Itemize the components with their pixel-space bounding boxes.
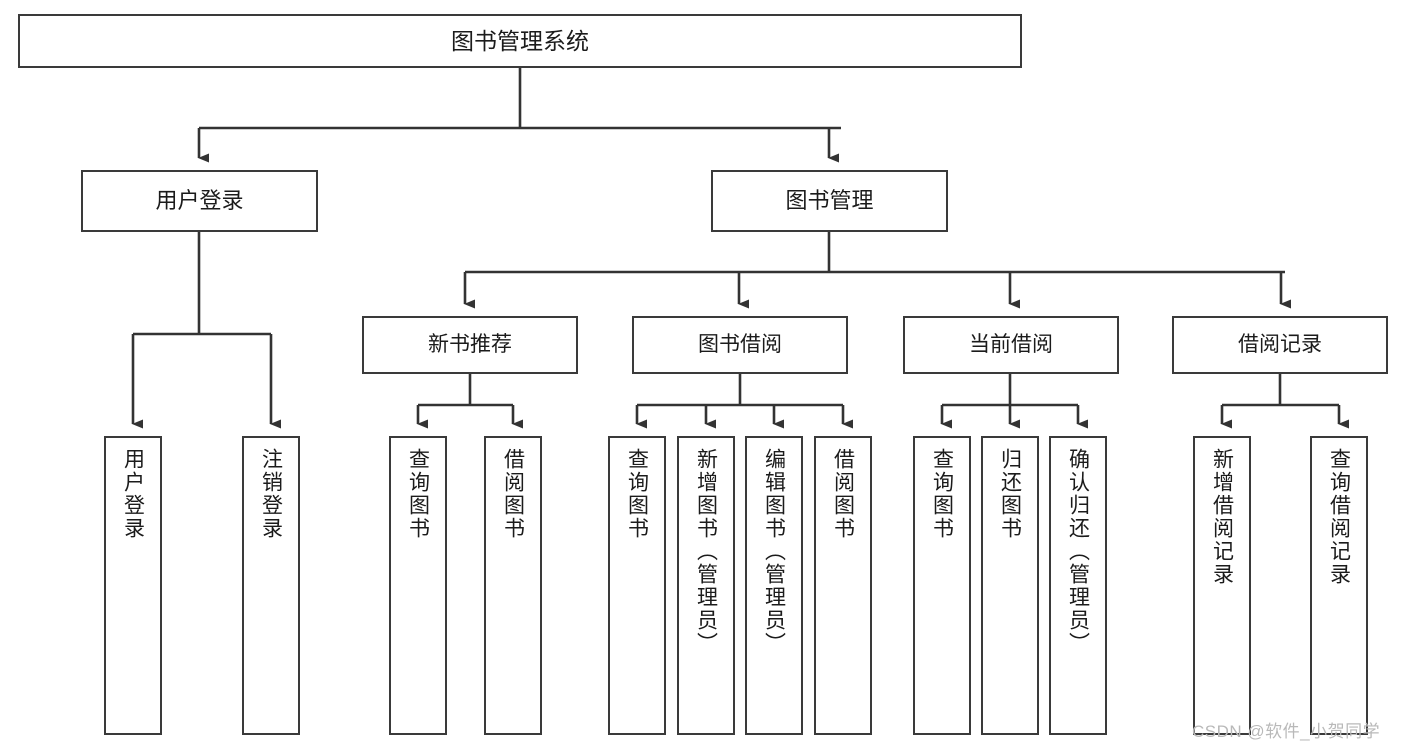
node-current-borrow[interactable]: 当前借阅 — [903, 316, 1119, 374]
node-label: 新增图书（管理员） — [694, 448, 718, 655]
leaf-borrowrecord-query-record[interactable]: 查询借阅记录 — [1310, 436, 1368, 735]
node-label: 编辑图书（管理员） — [762, 448, 786, 655]
leaf-user-logout[interactable]: 注销登录 — [242, 436, 300, 735]
node-book-management[interactable]: 图书管理 — [711, 170, 948, 232]
connector-newbook-to-leaves — [416, 374, 523, 429]
node-label: 当前借阅 — [969, 333, 1053, 357]
node-user-login[interactable]: 用户登录 — [81, 170, 318, 232]
node-label: 新增借阅记录 — [1210, 448, 1234, 586]
node-label: 新书推荐 — [428, 333, 512, 357]
leaf-currentborrow-confirm-return-admin[interactable]: 确认归还（管理员） — [1049, 436, 1107, 735]
node-label: 注销登录 — [259, 448, 283, 540]
node-root-book-management-system[interactable]: 图书管理系统 — [18, 14, 1022, 68]
connector-bookmgmt-to-level2 — [463, 232, 1291, 309]
node-borrow-record[interactable]: 借阅记录 — [1172, 316, 1388, 374]
leaf-bookborrow-add-book-admin[interactable]: 新增图书（管理员） — [677, 436, 735, 735]
connector-borrowrecord-to-leaves — [1220, 374, 1349, 429]
node-label: 借阅图书 — [501, 448, 525, 540]
node-label: 用户登录 — [121, 448, 145, 540]
leaf-bookborrow-edit-book-admin[interactable]: 编辑图书（管理员） — [745, 436, 803, 735]
connector-currentborrow-to-leaves — [940, 374, 1088, 429]
leaf-bookborrow-query-book[interactable]: 查询图书 — [608, 436, 666, 735]
leaf-bookborrow-borrow-book[interactable]: 借阅图书 — [814, 436, 872, 735]
leaf-newbook-borrow-book[interactable]: 借阅图书 — [484, 436, 542, 735]
node-label: 确认归还（管理员） — [1066, 448, 1090, 655]
leaf-user-login[interactable]: 用户登录 — [104, 436, 162, 735]
node-label: 查询图书 — [930, 448, 954, 540]
node-book-borrow[interactable]: 图书借阅 — [632, 316, 848, 374]
leaf-borrowrecord-add-record[interactable]: 新增借阅记录 — [1193, 436, 1251, 735]
node-label: 图书管理 — [785, 187, 874, 213]
node-label: 借阅图书 — [831, 448, 855, 540]
node-label: 查询图书 — [625, 448, 649, 540]
node-label: 归还图书 — [998, 448, 1022, 540]
watermark-text: CSDN @软件_小贺同学 — [1192, 722, 1381, 741]
leaf-currentborrow-return-book[interactable]: 归还图书 — [981, 436, 1039, 735]
node-label: 借阅记录 — [1238, 333, 1322, 357]
node-label: 图书借阅 — [698, 333, 782, 357]
leaf-currentborrow-query-book[interactable]: 查询图书 — [913, 436, 971, 735]
node-label: 图书管理系统 — [451, 27, 589, 54]
connector-userlogin-to-leaves — [131, 232, 281, 429]
node-label: 查询借阅记录 — [1327, 448, 1351, 586]
connector-root-to-level1 — [197, 68, 841, 163]
connector-bookborrow-to-leaves — [635, 374, 853, 429]
node-label: 用户登录 — [155, 187, 244, 213]
node-new-book-recommendation[interactable]: 新书推荐 — [362, 316, 578, 374]
node-label: 查询图书 — [406, 448, 430, 540]
leaf-newbook-query-book[interactable]: 查询图书 — [389, 436, 447, 735]
